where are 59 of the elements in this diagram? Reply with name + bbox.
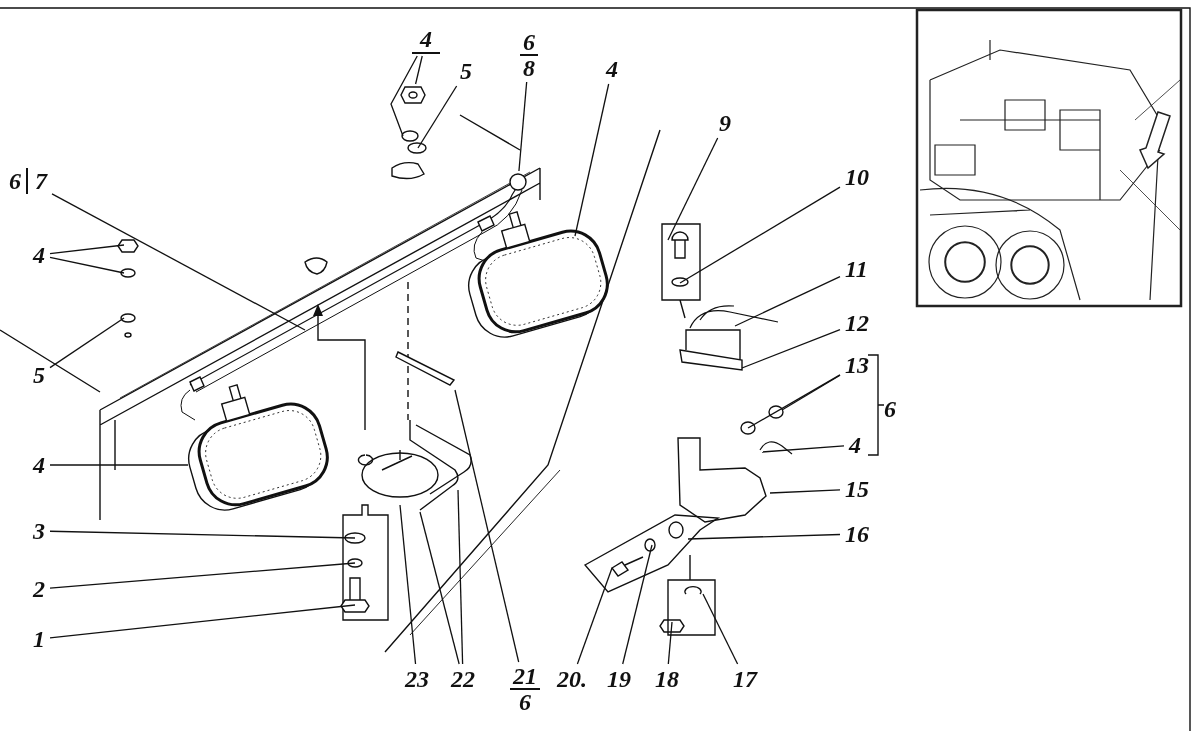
leader-line — [576, 567, 613, 665]
callout-number: 12 — [842, 310, 872, 336]
callout-number: 2 — [30, 576, 48, 602]
callout-number: 6 8 — [520, 30, 538, 80]
leader-line — [49, 256, 125, 274]
grommet-icon — [509, 173, 527, 191]
callout-number: 17 — [730, 666, 760, 692]
leader-line — [747, 374, 841, 429]
callout-number: 9 — [716, 110, 734, 136]
callout-number: 10 — [842, 164, 872, 190]
leader-line — [667, 621, 673, 665]
callout-number: 22 — [448, 666, 478, 692]
callout-number: 3 — [30, 518, 48, 544]
leader-line — [414, 55, 423, 85]
leader-line — [702, 593, 739, 665]
leader-line — [518, 81, 528, 172]
leader-line — [49, 317, 125, 369]
leader-line — [761, 445, 845, 453]
callout-number: 4 — [30, 452, 48, 478]
leader-line — [49, 530, 356, 539]
leader-line — [667, 137, 719, 241]
callout-number: 4 — [603, 56, 621, 82]
leader-line — [454, 389, 520, 663]
leader-line — [574, 83, 610, 237]
leader-line — [49, 244, 125, 255]
callout-number: 20. — [554, 666, 590, 692]
leader-line — [51, 193, 306, 331]
leader-line — [734, 276, 841, 327]
leader-line — [49, 464, 189, 466]
hex-nut-icon — [400, 86, 426, 104]
callout-number: 21 6 — [510, 664, 540, 714]
leader-line — [399, 504, 417, 665]
leader-line — [49, 604, 356, 639]
callout-number: 6 — [884, 396, 896, 422]
callout-number: 1 — [30, 626, 48, 652]
callout-number: 13 — [842, 352, 872, 378]
callout-number: 15 — [842, 476, 872, 502]
leader-line — [417, 85, 458, 149]
callout-number: 19 — [604, 666, 634, 692]
leader-line — [419, 511, 460, 665]
leader-line — [741, 329, 841, 369]
callout-number: 5 — [457, 58, 475, 84]
callout-number: 18 — [652, 666, 682, 692]
leader-line — [769, 489, 841, 494]
callout-number: 5 — [30, 362, 48, 388]
callout-number: 4 — [30, 242, 48, 268]
callout-number: 23 — [402, 666, 432, 692]
leader-line — [390, 55, 418, 137]
leader-line — [687, 533, 841, 540]
callout-number: 6 7 — [6, 168, 50, 194]
callout-number: 11 — [842, 256, 871, 282]
leader-line — [622, 544, 653, 665]
callout-number: 4 — [412, 26, 440, 54]
leader-line — [49, 562, 356, 589]
leader-line — [781, 374, 841, 411]
callout-number: 16 — [842, 521, 872, 547]
leader-line — [457, 489, 464, 665]
leader-line — [679, 186, 841, 284]
callout-number: 4 — [846, 432, 864, 458]
